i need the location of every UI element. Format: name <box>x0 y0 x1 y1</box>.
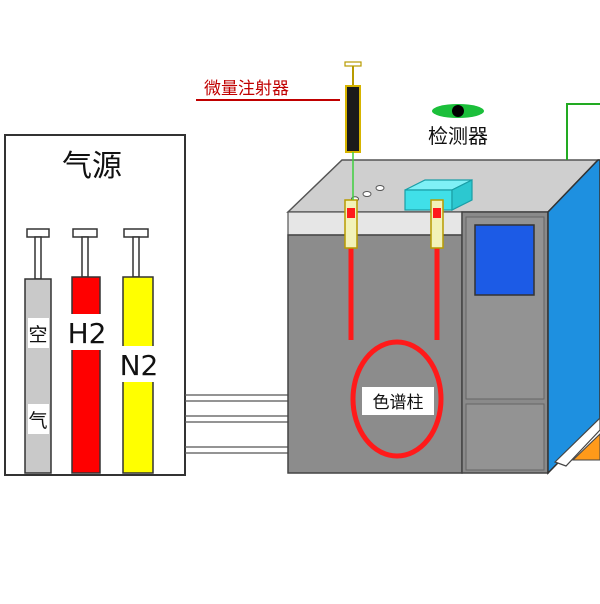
cylinder-air-label-2: 气 <box>28 410 47 432</box>
chassis-lower-door <box>465 403 545 471</box>
top-port-2 <box>375 185 385 191</box>
detector-box-side <box>451 179 473 211</box>
syringe-plunger-head <box>344 61 362 67</box>
cylinder-air-label-1: 空 <box>28 324 47 346</box>
cylinder-h2-body <box>71 276 101 474</box>
cylinder-air-label-bg-1 <box>28 318 49 348</box>
top-port-1 <box>362 191 372 197</box>
gas-source-title: 气源 <box>62 149 122 184</box>
column-label: 色谱柱 <box>373 393 424 413</box>
cylinder-h2-label-bg <box>69 314 105 350</box>
detector-label: 检测器 <box>428 124 488 148</box>
cylinder-n2-label: N2 <box>120 349 159 382</box>
column-coil <box>350 339 444 459</box>
column-label-bg <box>362 387 434 415</box>
recorder-edge <box>553 417 600 467</box>
eye-pupil <box>452 105 464 117</box>
control-screen <box>474 224 535 296</box>
cylinder-air-valve <box>34 236 42 280</box>
cylinder-h2: H2 <box>68 228 107 474</box>
column-inlet-fitting <box>344 199 358 249</box>
recorder-paper <box>571 433 600 461</box>
cylinder-air-label-bg-2 <box>28 404 49 434</box>
column-inlet-nut <box>347 208 355 218</box>
detector-box-front <box>404 189 453 211</box>
column-outlet-nut <box>433 208 441 218</box>
cylinder-n2: N2 <box>120 228 159 474</box>
cylinder-n2-label-bg <box>120 346 158 382</box>
microsyringe-label: 微量注射器 <box>204 79 289 99</box>
microsyringe <box>344 61 362 200</box>
cylinder-air-cap <box>26 228 50 238</box>
cylinder-h2-label: H2 <box>68 317 107 350</box>
cylinder-n2-cap <box>123 228 149 238</box>
cylinder-h2-cap <box>72 228 98 238</box>
chromatography-column: 色谱柱 <box>344 199 444 459</box>
detector-eye-icon <box>432 104 484 118</box>
chassis-side-panel <box>547 159 600 475</box>
cylinder-n2-valve <box>132 236 140 278</box>
column-outlet-fitting <box>430 199 444 249</box>
recorder-tray <box>553 417 600 467</box>
signal-line <box>566 103 600 160</box>
cylinder-air-body <box>24 278 52 474</box>
cylinder-air: 空 气 <box>24 228 52 474</box>
cylinder-h2-valve <box>81 236 89 278</box>
chromatograph <box>286 159 600 475</box>
syringe-barrel <box>345 85 361 153</box>
gas-lines <box>185 394 288 454</box>
